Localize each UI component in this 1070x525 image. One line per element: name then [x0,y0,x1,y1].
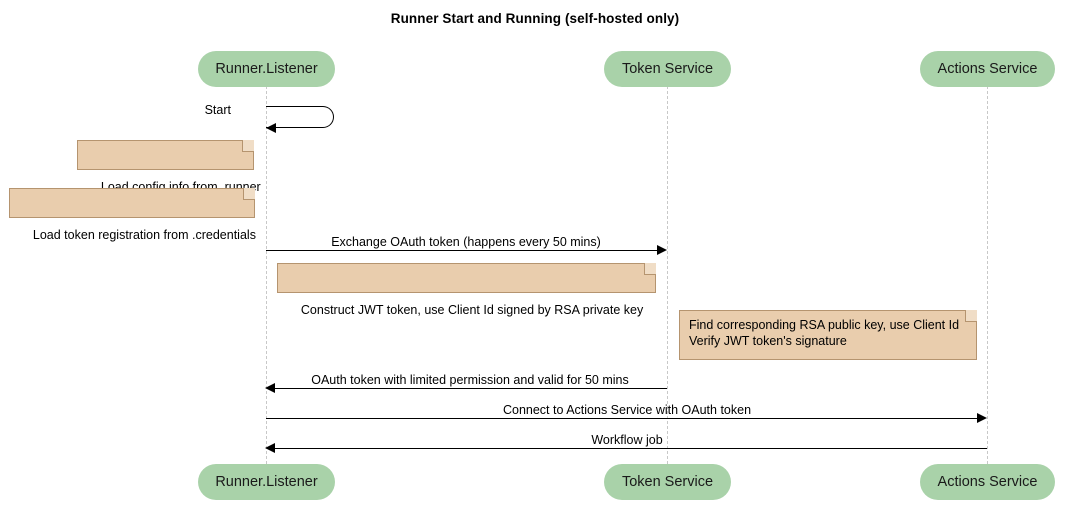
arrow-head-oauth-token-return [265,383,275,393]
participant-runner-top[interactable]: Runner.Listener [198,51,335,87]
note-fold-corner [965,310,977,322]
arrow-head-start [266,123,276,133]
note-text: Load token registration from .credential… [32,228,256,242]
note-verify-jwt: Find corresponding RSA public key, use C… [679,310,977,360]
participant-label: Token Service [621,61,714,77]
note-load-config: Load config info from .runner [77,140,261,194]
message-label-exchange-oauth: Exchange OAuth token (happens every 50 m… [331,235,601,249]
lifeline-token [667,86,668,464]
participant-label: Actions Service [937,474,1038,490]
participant-runner-bottom[interactable]: Runner.Listener [198,464,335,500]
message-label-start: Start [204,103,231,117]
page-title: Runner Start and Running (self-hosted on… [390,11,680,26]
arrow-head-connect-actions [977,413,987,423]
participant-label: Token Service [621,474,714,490]
note-fold-corner [243,188,255,200]
arrow-head-exchange-oauth [657,245,667,255]
lifeline-runner [266,86,267,464]
message-label-workflow-job: Workflow job [591,433,663,447]
message-line-oauth-token-return [275,388,667,389]
lifeline-actions [987,86,988,464]
participant-label: Runner.Listener [215,61,318,77]
participant-label: Actions Service [937,61,1038,77]
message-line-workflow-job [275,448,987,449]
participant-label: Runner.Listener [215,474,318,490]
message-label-oauth-token-return: OAuth token with limited permission and … [311,373,629,387]
note-text: Construct JWT token, use Client Id signe… [300,303,644,317]
participant-actions-top[interactable]: Actions Service [920,51,1055,87]
participant-token-top[interactable]: Token Service [604,51,731,87]
note-load-token-registration: Load token registration from .credential… [9,188,256,242]
participant-token-bottom[interactable]: Token Service [604,464,731,500]
message-line-exchange-oauth [266,250,658,251]
self-loop-start [266,106,334,128]
arrow-head-workflow-job [265,443,275,453]
note-text-line2: Verify JWT token's signature [689,334,847,348]
message-line-connect-actions [266,418,978,419]
note-fold-corner [242,140,254,152]
note-text-line1: Find corresponding RSA public key, use C… [689,318,960,332]
note-fold-corner [644,263,656,275]
participant-actions-bottom[interactable]: Actions Service [920,464,1055,500]
note-construct-jwt: Construct JWT token, use Client Id signe… [277,263,656,317]
message-label-connect-actions: Connect to Actions Service with OAuth to… [502,403,752,417]
